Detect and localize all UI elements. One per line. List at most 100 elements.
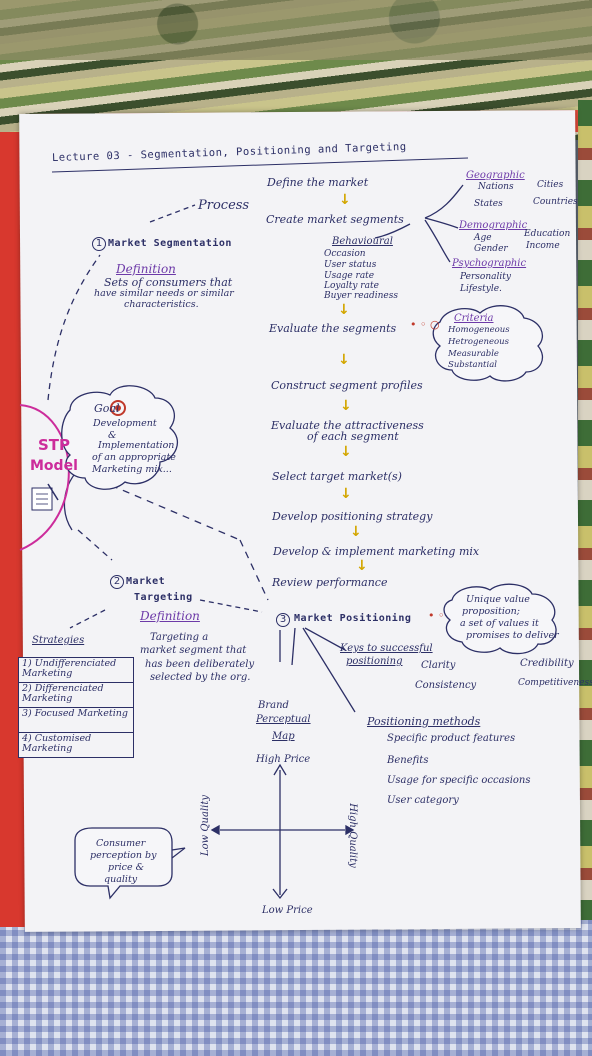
method-1: Specific product features [387,733,516,744]
step-review-performance: Review performance [272,576,388,589]
perceptual-high-price: High Price [256,754,311,765]
criteria-item-3: Measurable [448,349,499,359]
speech-tail [171,847,186,859]
targeting-definition-2: market segment that [140,645,247,656]
dashed-to-market-positioning [199,599,263,613]
key-competitiveness: Competitiveness [518,678,592,688]
step-arrow-6: ↓ [340,486,352,502]
step-evaluate-segments: Evaluate the segments [269,322,397,335]
model-label: Model [30,458,78,474]
branch-methods [302,627,356,713]
branch-psychographic [424,219,451,263]
criteria-item-1: Homogeneous [448,325,510,335]
goal-text-5: Marketing mix... [92,464,172,475]
goal-cloud [61,385,179,490]
process-label: Process [198,198,250,213]
targeting-definition-label: Definition [140,609,200,623]
consumer-note-4: quality [104,874,138,885]
targeting-number: 2 [110,575,124,589]
dashed-to-segmentation [47,254,101,401]
strategy-3: 3) Focused Marketing [19,708,133,733]
behavioural-item-2: User status [324,260,377,270]
title-underline [51,157,469,173]
step-arrow-3: ↓ [338,352,350,368]
evaluate-dots: • ◦ ○ [410,318,440,331]
step-arrow-8: ↓ [356,558,368,574]
geographic-countries: Countries [533,197,578,207]
segmentation-definition-2: have similar needs or similar [94,288,234,299]
consumer-note-3: price & [108,862,145,873]
step-define-market: Define the market [267,176,369,189]
psychographic-personality: Personality [460,272,511,282]
keys-heading-2: positioning [346,656,403,667]
geographic-states: States [474,199,503,209]
demographic-income: Income [526,241,560,251]
uvp-cloud [443,583,557,655]
key-clarity: Clarity [421,660,456,671]
goal-text-2: & [108,430,117,441]
perceptual-axis-arrow-top [273,763,287,776]
stp-to-targeting-curve [63,469,79,531]
psychographic-heading: Psychographic [452,258,527,269]
branch-keys [304,627,346,651]
targeting-definition-1: Targeting a [150,632,209,643]
step-arrow-4: ↓ [340,398,352,414]
step-arrow-7: ↓ [350,524,362,540]
step-develop-positioning: Develop positioning strategy [272,510,433,523]
dashed-to-process [149,204,196,223]
demographic-heading: Demographic [459,220,528,231]
behavioural-item-1: Occasion [324,249,366,259]
perceptual-high-quality: High Quality [346,803,358,868]
uvp-3: a set of values it [460,618,539,629]
stp-arc [19,404,70,551]
bedspread-pattern [0,0,592,60]
behavioural-item-3: Usage rate [324,271,375,281]
method-2: Benefits [387,755,429,766]
behavioural-heading: Behavioural [332,236,393,247]
checked-cloth [0,920,592,1056]
strategies-heading: Strategies [32,635,85,646]
demographic-age: Age [474,233,492,243]
dashed-to-targeting [77,529,113,561]
step-arrow-5: ↓ [340,444,352,460]
targeting-definition-4: selected by the org. [150,672,251,683]
perceptual-axis-arrow-right [345,824,355,836]
step-arrow-1: ↓ [339,192,351,208]
criteria-cloud [432,305,543,382]
segmentation-definition-3: characteristics. [124,299,199,310]
behavioural-item-4: Loyalty rate [324,281,379,291]
positioning-heading: Market Positioning [294,613,412,624]
positioning-number: 3 [276,613,290,627]
strategy-2: 2) Differenciated Marketing [19,683,133,708]
behavioural-item-5: Buyer readiness [324,291,398,301]
target-icon [110,400,126,416]
method-3: Usage for specific occasions [387,775,531,786]
branch-behavioural [374,223,411,239]
step-arrow-2: ↓ [338,302,350,318]
perceptual-heading-1: Brand [258,700,289,711]
step-construct-profiles: Construct segment profiles [271,379,423,392]
criteria-item-4: Substantial [448,360,497,370]
branch-perceptual [291,627,296,666]
notebook-icon [31,483,59,511]
demographic-gender: Gender [474,244,508,254]
goal-text-1: Development [93,418,157,429]
demographic-education: Education [524,229,571,239]
uvp-1: Unique value [466,594,530,605]
bedspread-edge [578,100,592,930]
consumer-speech-bubble [74,827,173,900]
method-4: User category [387,795,459,806]
perceptual-heading-2: Perceptual [256,714,311,725]
step-evaluate-attractiveness: Evaluate the attractiveness [271,419,424,432]
dashed-to-positioning-2 [239,539,269,601]
uvp-2: proposition; [462,606,520,617]
strategy-1: 1) Undifferenciated Marketing [19,658,133,683]
criteria-item-2: Hetrogeneous [448,337,509,347]
geographic-nations: Nations [478,182,514,192]
strategy-4: 4) Customised Marketing [22,733,92,754]
segmentation-heading: Market Segmentation [108,238,232,249]
perceptual-axis-arrow-left [210,824,220,836]
keys-heading-1: Keys to successful [340,643,433,654]
targeting-definition-3: has been deliberately [145,659,255,670]
